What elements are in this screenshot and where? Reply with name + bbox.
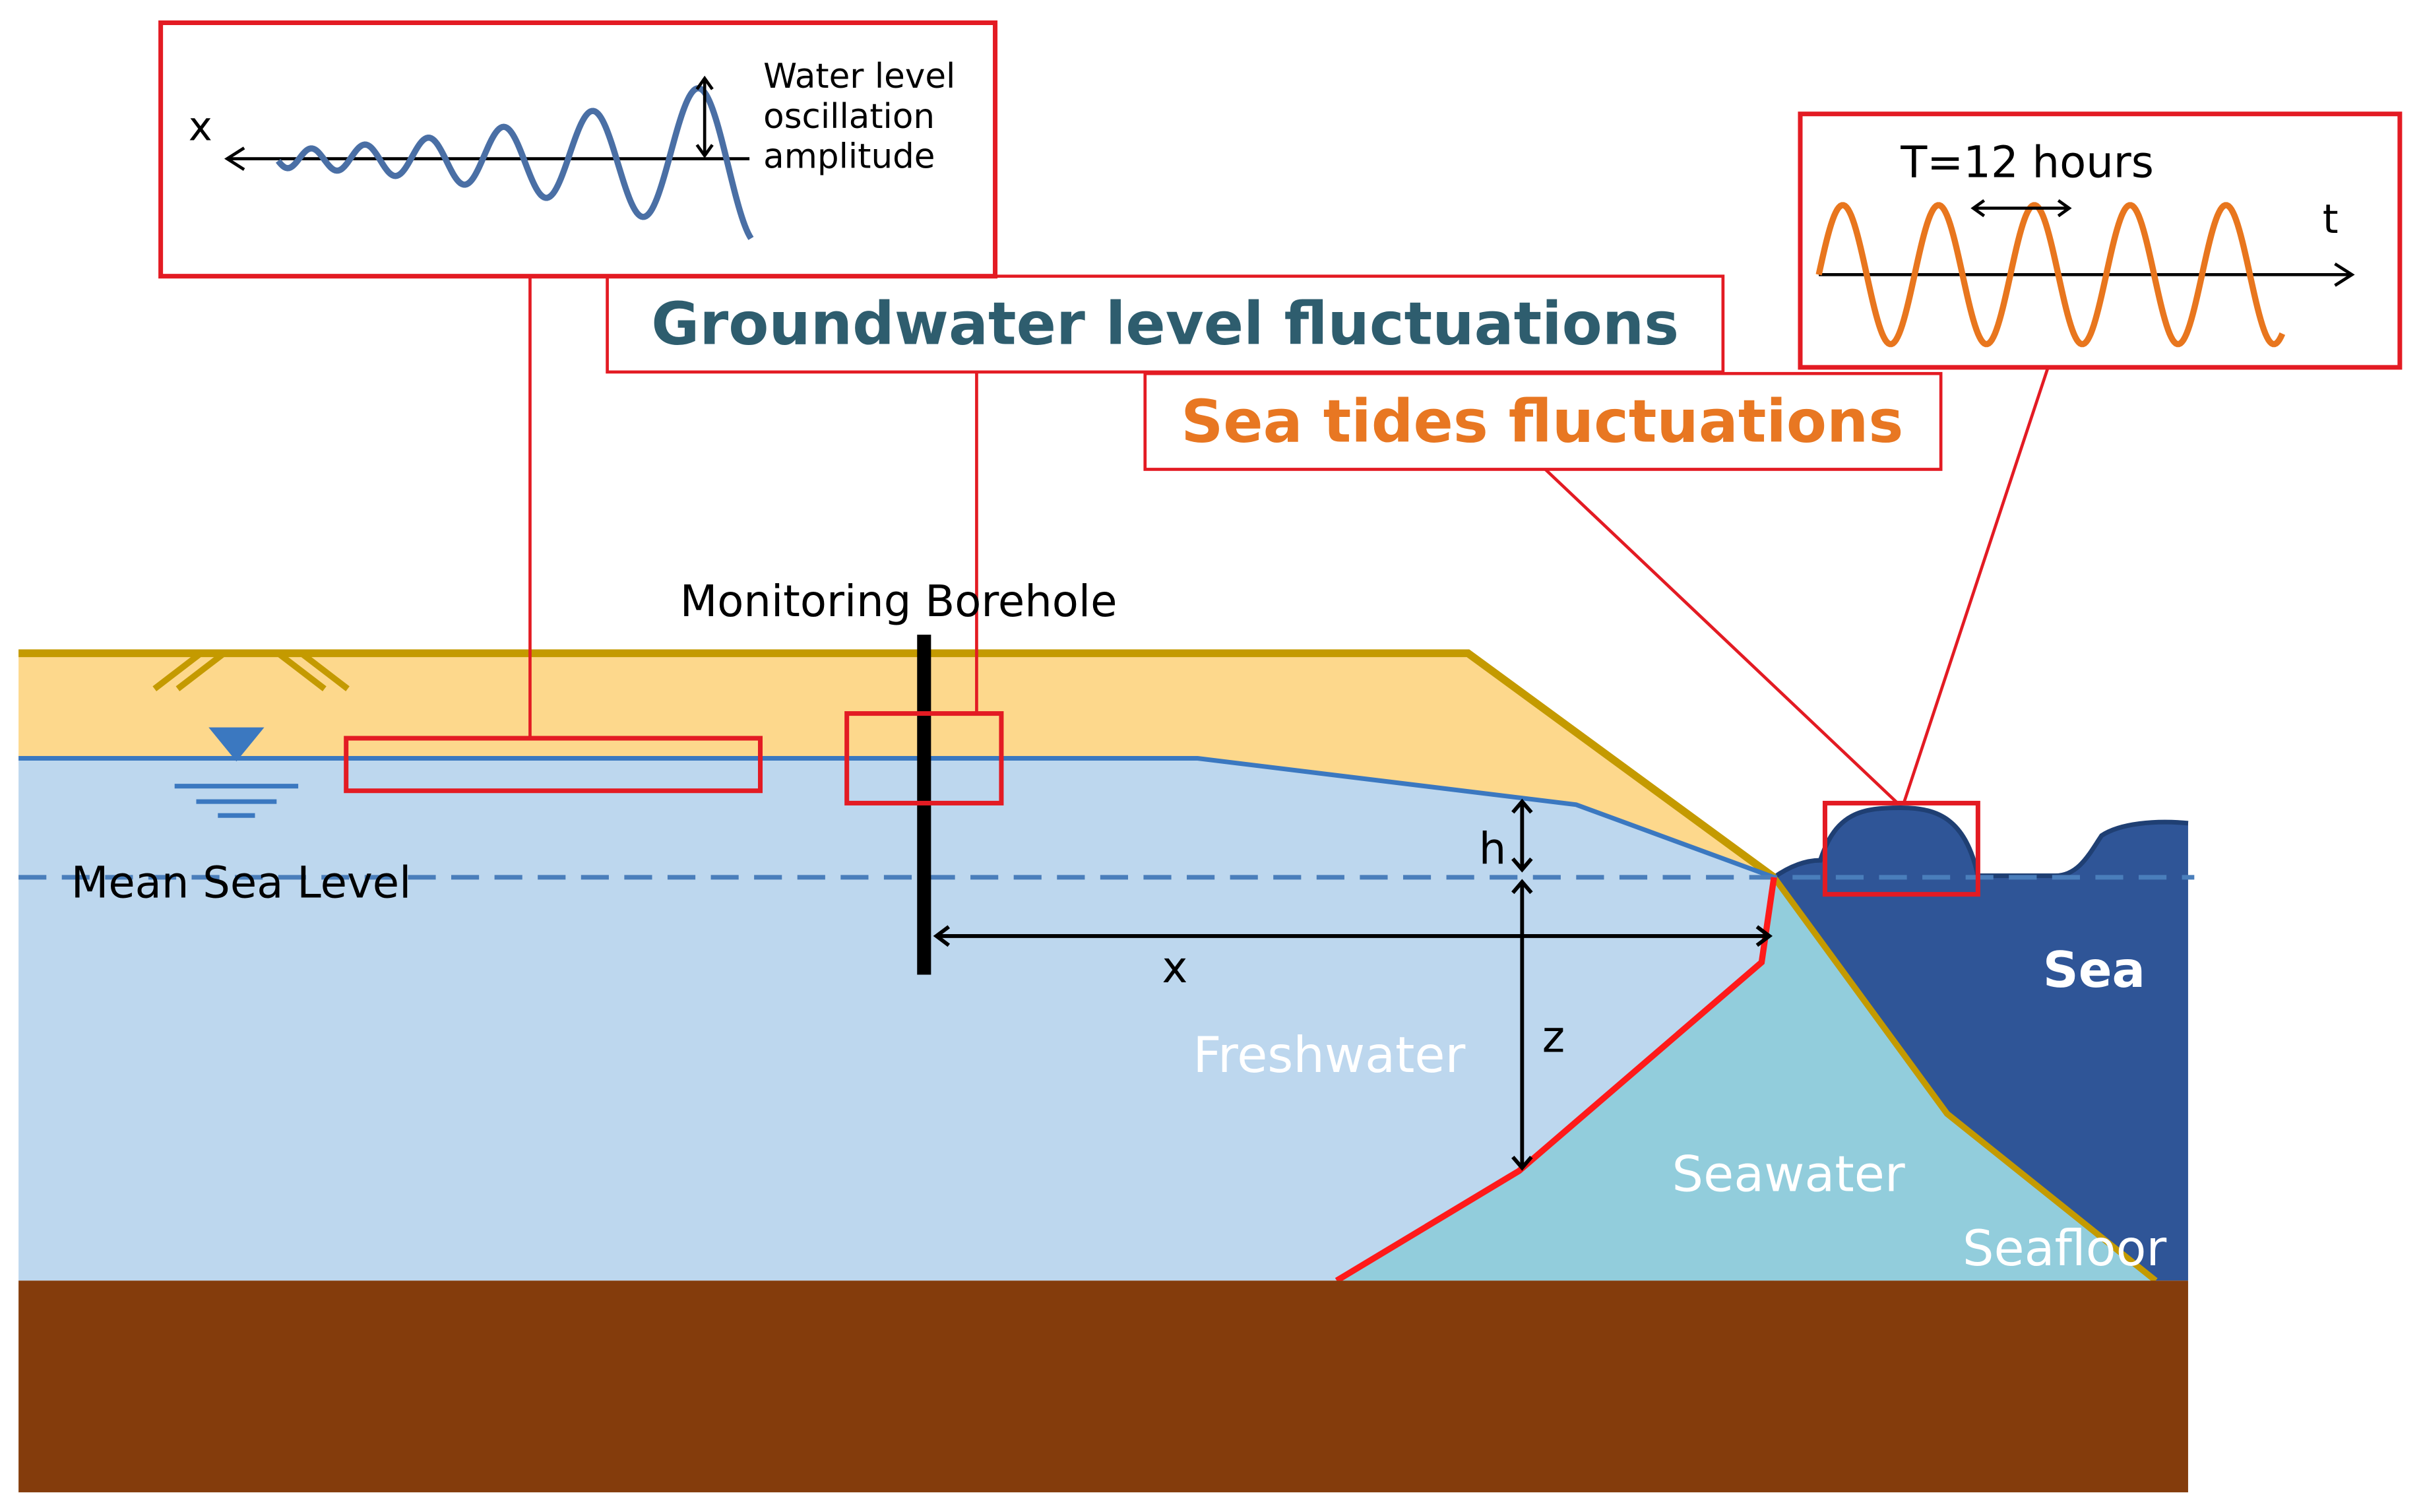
ground-surface-line — [18, 649, 1777, 881]
freshwater-zone — [18, 758, 1775, 1281]
sea-surface-line — [1773, 805, 2189, 879]
tides-title: Sea tides fluctuations — [1181, 387, 1903, 455]
x-label: x — [1162, 943, 1188, 993]
tides-inset-axis — [1819, 262, 2355, 287]
period-arrow — [1970, 199, 2072, 218]
water-table-symbol — [174, 727, 299, 818]
groundwater-damped-wave — [275, 84, 754, 240]
groundwater-inset-axis-label: x — [189, 104, 212, 150]
unsaturated-sand-zone — [18, 650, 1775, 877]
z-label: z — [1542, 1013, 1565, 1063]
groundwater-title-box — [606, 274, 1725, 374]
tide-sine-wave — [1815, 202, 2286, 348]
borehole-label: Monitoring Borehole — [680, 577, 1117, 627]
observation-box-inland — [344, 736, 763, 794]
groundwater-title: Groundwater level fluctuations — [651, 290, 1679, 358]
seawater-wedge — [1337, 877, 2156, 1281]
mean-sea-level-label: Mean Sea Level — [71, 858, 412, 908]
observation-box-sea — [1822, 800, 1980, 897]
observation-box-borehole — [844, 711, 1004, 805]
groundwater-inset-box — [158, 20, 998, 279]
freshwater-label: Freshwater — [1193, 1026, 1465, 1084]
period-label: T=12 hours — [1900, 138, 2154, 188]
sea-label: Sea — [2043, 941, 2145, 999]
dimension-z — [1511, 879, 1533, 1171]
water-table-line — [18, 755, 1775, 880]
seafloor-label: Seafloor — [1963, 1219, 2166, 1277]
amplitude-arrow — [695, 75, 714, 158]
h-label: h — [1479, 824, 1507, 874]
bedrock-layer — [18, 1280, 2188, 1493]
ground-surface-symbol — [152, 650, 350, 691]
amplitude-label-line2: oscillation — [763, 97, 935, 137]
callout-connectors — [528, 276, 2050, 805]
seawater-label: Seawater — [1672, 1145, 1905, 1203]
dimension-h — [1511, 798, 1533, 873]
groundwater-inset-axis — [224, 146, 750, 172]
dimension-x — [933, 925, 1773, 947]
seafloor-line — [1771, 875, 2158, 1283]
saltwater-interface-line — [1335, 877, 1777, 1284]
sea-body — [1774, 807, 2188, 1281]
amplitude-label-line3: amplitude — [763, 137, 935, 177]
tides-title-box — [1143, 371, 1943, 471]
tides-inset-axis-label: t — [2323, 196, 2339, 243]
amplitude-label-line1: Water level — [763, 57, 955, 96]
